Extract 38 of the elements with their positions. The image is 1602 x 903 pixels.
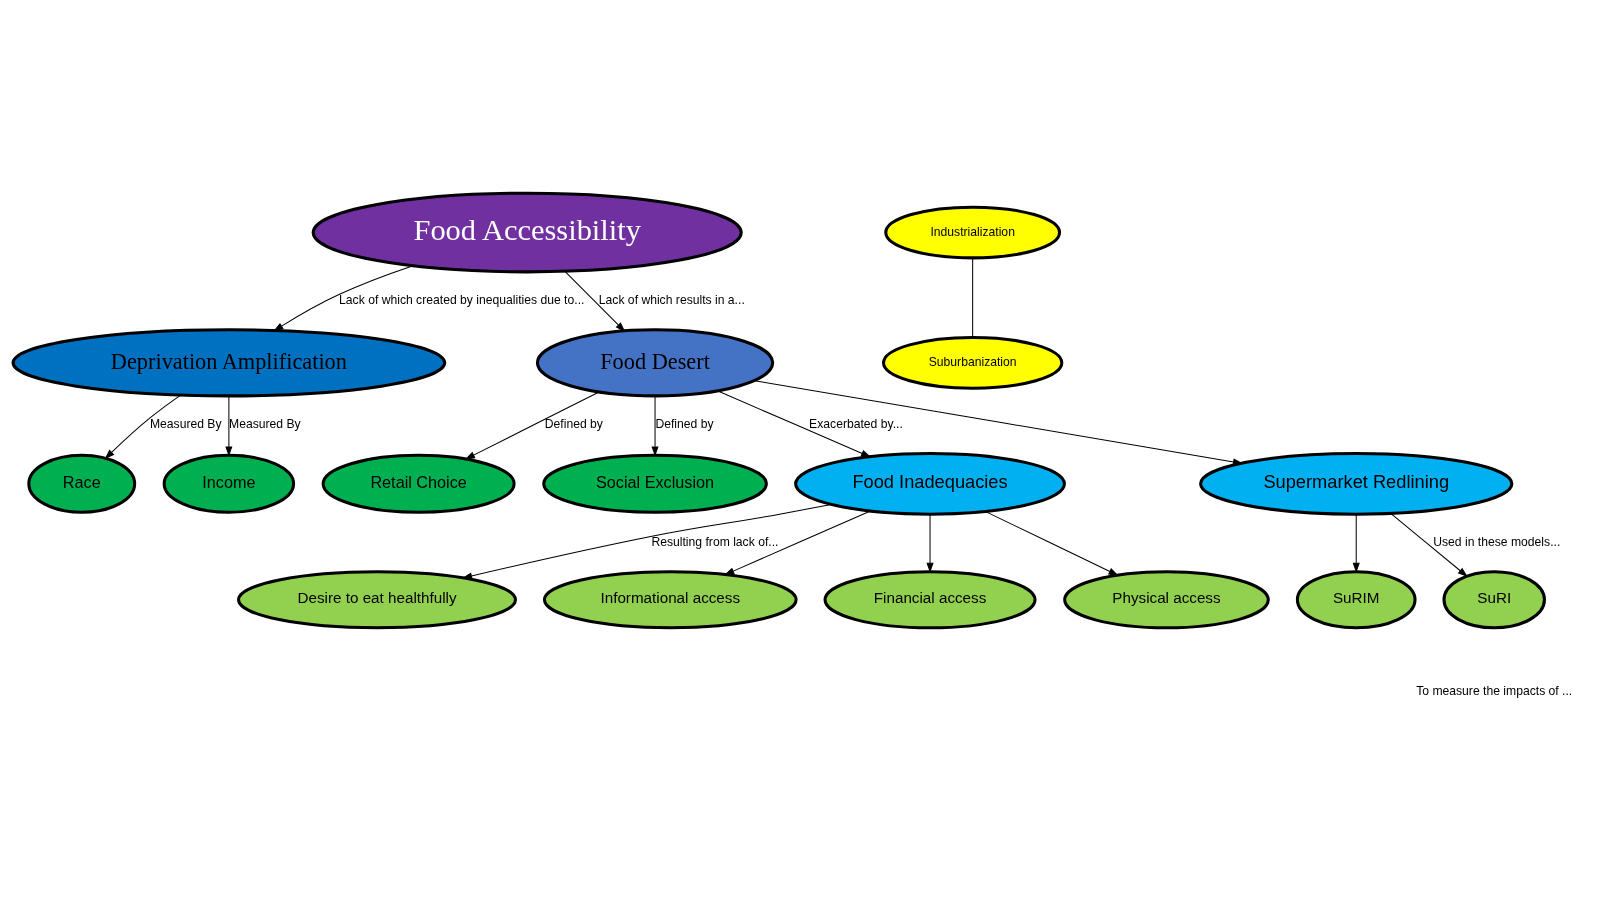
node-ellipse: Social Exclusion (542, 453, 768, 514)
arrow (225, 395, 233, 457)
node-ellipse: Informational access (542, 570, 798, 630)
edge-label: Defined by (544, 416, 603, 431)
arrow (464, 391, 600, 460)
arrow (462, 503, 832, 580)
arrow (273, 265, 413, 332)
node-ellipse: Race (27, 453, 137, 514)
edge-label: Exacerbated by... (809, 416, 903, 431)
arrow (651, 395, 659, 457)
arrow (724, 510, 871, 576)
node-ellipse: Deprivation Amplification (11, 328, 447, 398)
edge-label: Resulting from lack of... (651, 535, 779, 550)
edge-label: Defined by (655, 416, 714, 431)
arrow (716, 390, 872, 458)
edge-label: Measured By (229, 416, 301, 431)
arrow (926, 513, 934, 573)
arrow (564, 271, 626, 332)
arrow (1390, 512, 1468, 577)
edge-label: Lack of which created by inequalities due to... (339, 293, 585, 308)
node-ellipse: Food Desert (535, 328, 775, 398)
node-ellipse: SuRI (1442, 570, 1546, 630)
node-ellipse: Income (162, 453, 296, 514)
node-ellipse: Supermarket Redlining (1199, 451, 1514, 516)
connector (972, 257, 974, 338)
edge-label: Used in these models... (1433, 535, 1561, 550)
arrow (753, 380, 1244, 466)
label: To measure the impacts of ... (1416, 683, 1573, 698)
arrow (104, 394, 182, 460)
arrow (984, 510, 1119, 576)
edge-label: Measured By (149, 416, 222, 431)
node-ellipse: Financial access (823, 570, 1037, 630)
node-ellipse: Industrialization (884, 205, 1062, 260)
node-ellipse: Suburbanization (882, 335, 1064, 390)
edge-label: Lack of which results in a... (598, 293, 745, 308)
node-ellipse: SuRIM (1295, 570, 1417, 630)
node-ellipse: Food Accessibility (311, 191, 743, 274)
arrow (1352, 513, 1360, 573)
